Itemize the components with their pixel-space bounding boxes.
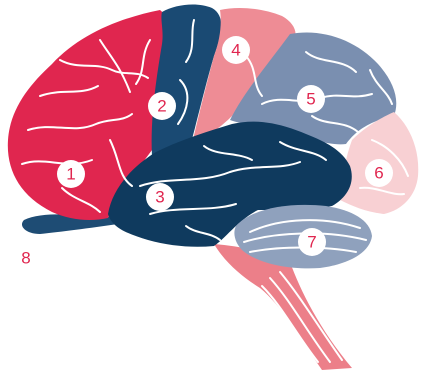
marker-parietal-lobe: 5: [297, 85, 325, 113]
marker-label: 6: [374, 164, 383, 183]
marker-olfactory-bulb: 8: [12, 244, 40, 272]
marker-postcentral-gyrus: 4: [222, 36, 250, 64]
marker-precentral-gyrus: 2: [148, 92, 176, 120]
marker-label: 7: [307, 233, 316, 252]
marker-label: 8: [21, 249, 30, 268]
marker-frontal-lobe: 1: [57, 160, 85, 188]
marker-label: 5: [306, 90, 315, 109]
marker-label: 4: [231, 41, 240, 60]
marker-occipital-lobe: 6: [365, 159, 393, 187]
marker-label: 1: [66, 165, 75, 184]
marker-cerebellum: 7: [298, 228, 326, 256]
marker-temporal-lobe: 3: [146, 183, 174, 211]
marker-label: 2: [157, 97, 166, 116]
marker-label: 3: [155, 188, 164, 207]
